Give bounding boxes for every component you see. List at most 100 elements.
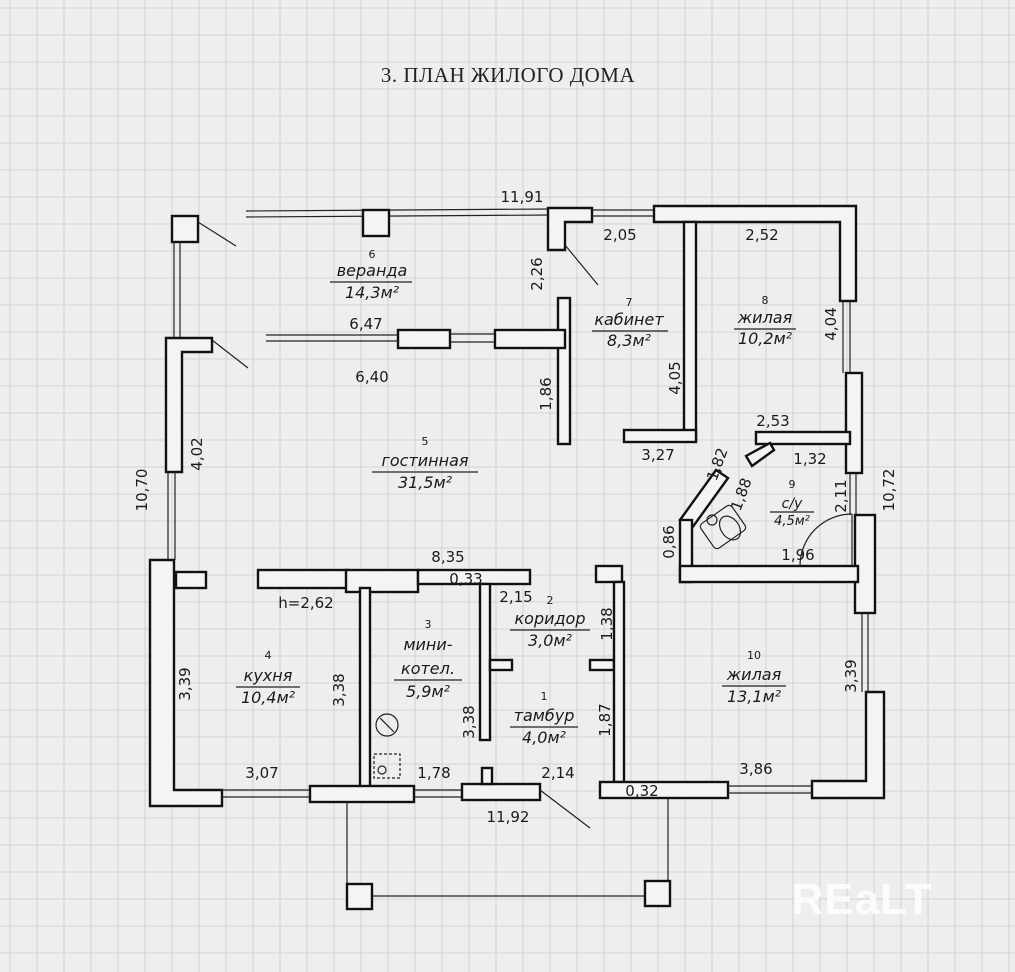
dim-boiler-bottom: 1,78 [417,764,450,782]
corridor-right-stub-low [588,658,616,672]
cabinet-room8-partition [682,220,698,442]
boiler-symbol [375,713,399,737]
room-number: 2 [547,594,554,607]
corridor-right-stub [594,564,624,584]
room-name: кабинет [594,310,664,329]
dim-kitchen-left: 3,39 [176,667,194,700]
cabinet-bottom-wall [622,428,698,444]
boiler-corridor-partition [478,582,492,742]
room-number: 10 [747,649,761,662]
mid-wall-left [256,568,350,590]
dim-right-total: 10,72 [880,469,898,512]
dim-tambur-side: 1,87 [596,703,614,736]
dim-boiler-side: 3,38 [460,705,478,738]
room-labels: 6 веранда 14,3м² 7 кабинет 8,3м² 8 жилая… [236,248,814,747]
dim-veranda-height: 2,26 [528,257,546,290]
room-area: 4,0м² [522,728,567,747]
room-number: 7 [626,296,633,309]
room-area: 10,2м² [738,329,793,348]
bath-door-swing [799,513,853,567]
left-outer-wall-lower [148,558,224,808]
mid-wall-center [344,568,420,594]
room-bedroom-10: 10 жилая 13,1м² [722,649,786,706]
dim-bath-bottom: 1,96 [781,546,814,564]
dim-cabinet-top: 2,05 [603,226,636,244]
dim-room10-side: 3,39 [842,659,860,692]
veranda-door-leaf [197,221,237,247]
room-name-line1: мини- [403,635,452,654]
room-number: 5 [422,435,429,448]
veranda-rail-top [245,208,553,212]
room-area: 3,0м² [528,631,573,650]
dim-kitchen-right: 3,38 [330,673,348,706]
dim-mid-wall-b: 0,33 [449,570,482,588]
plan-title: 3. ПЛАН ЖИЛОГО ДОМА [381,63,636,87]
tambur-stub [480,766,494,786]
dim-cabinet-bottom: 3,27 [641,446,674,464]
porch-post-right [643,879,672,908]
room-name-line2: котел. [401,659,455,678]
walls [148,204,886,911]
dim-bath-top: 2,53 [756,412,789,430]
room-name: жилая [726,665,782,684]
room-veranda: 6 веранда 14,3м² [330,248,412,302]
room-living: 5 гостинная 31,5м² [372,435,478,492]
room-number: 8 [762,294,769,307]
toilet-bowl [718,515,742,541]
sink-basin [706,514,718,526]
dim-mid-wall: 8,35 [431,548,464,566]
room-area: 10,4м² [241,688,296,707]
dim-bath-d: 0,86 [660,525,678,558]
dim-corridor-width: 2,15 [499,588,532,606]
room-tambur: 1 тамбур 4,0м² [510,690,578,747]
room-name: жилая [737,308,793,327]
living-top-wall-left [396,328,452,350]
room-area: 31,5м² [398,473,453,492]
kitchen-boiler-partition [358,586,372,792]
cabinet-corner-wall [546,206,594,252]
room-number: 3 [425,618,432,631]
room-area: 8,3м² [607,331,652,350]
room-name: с/у [782,496,803,512]
room-bedroom-8: 8 жилая 10,2м² [734,294,796,348]
room-name: тамбур [514,706,575,725]
right-outer-wall-mid [844,371,864,475]
dim-living-wall: 1,86 [537,377,555,410]
veranda-corner-post [170,214,200,244]
boiler-unit [373,753,401,779]
toilet-fixture [699,504,747,550]
boiler-unit-dot [377,765,387,775]
bottom-right-outer-wall [810,690,886,800]
dim-bath-e: 2,11 [832,479,850,512]
dim-room8-side: 4,04 [822,307,840,340]
dim-bottom-total: 11,92 [487,808,530,826]
dim-cabinet-side: 4,05 [666,361,684,394]
dim-room8-top: 2,52 [745,226,778,244]
room-boiler: 3 мини- котел. 5,9м² [394,618,462,701]
room-cabinet: 7 кабинет 8,3м² [592,296,668,350]
room-area: 4,5м² [774,514,810,529]
left-outer-wall-upper [164,336,214,474]
room-number: 1 [541,690,548,703]
cabinet-door-leaf [564,244,599,286]
dim-bath-b: 1,32 [793,450,826,468]
porch-post-left [345,882,374,911]
room-name: коридор [514,609,585,628]
veranda-rail-top-inner [245,214,553,218]
room-bathroom: 9 с/у 4,5м² [770,478,814,529]
room-name: веранда [337,261,408,280]
bath-corner-wall [744,441,776,468]
room-number: 6 [369,248,376,261]
bath-bottom-wall [678,564,860,584]
living-door-leaf [211,339,249,369]
room-number: 4 [265,649,272,662]
entry-door-leaf [539,789,591,829]
right-outer-wall-lower [853,513,877,615]
dim-corridor-side: 1,38 [598,607,616,640]
room-corridor: 2 коридор 3,0м² [510,594,590,650]
room-number: 9 [789,478,796,491]
bath-top-wall [754,430,852,446]
